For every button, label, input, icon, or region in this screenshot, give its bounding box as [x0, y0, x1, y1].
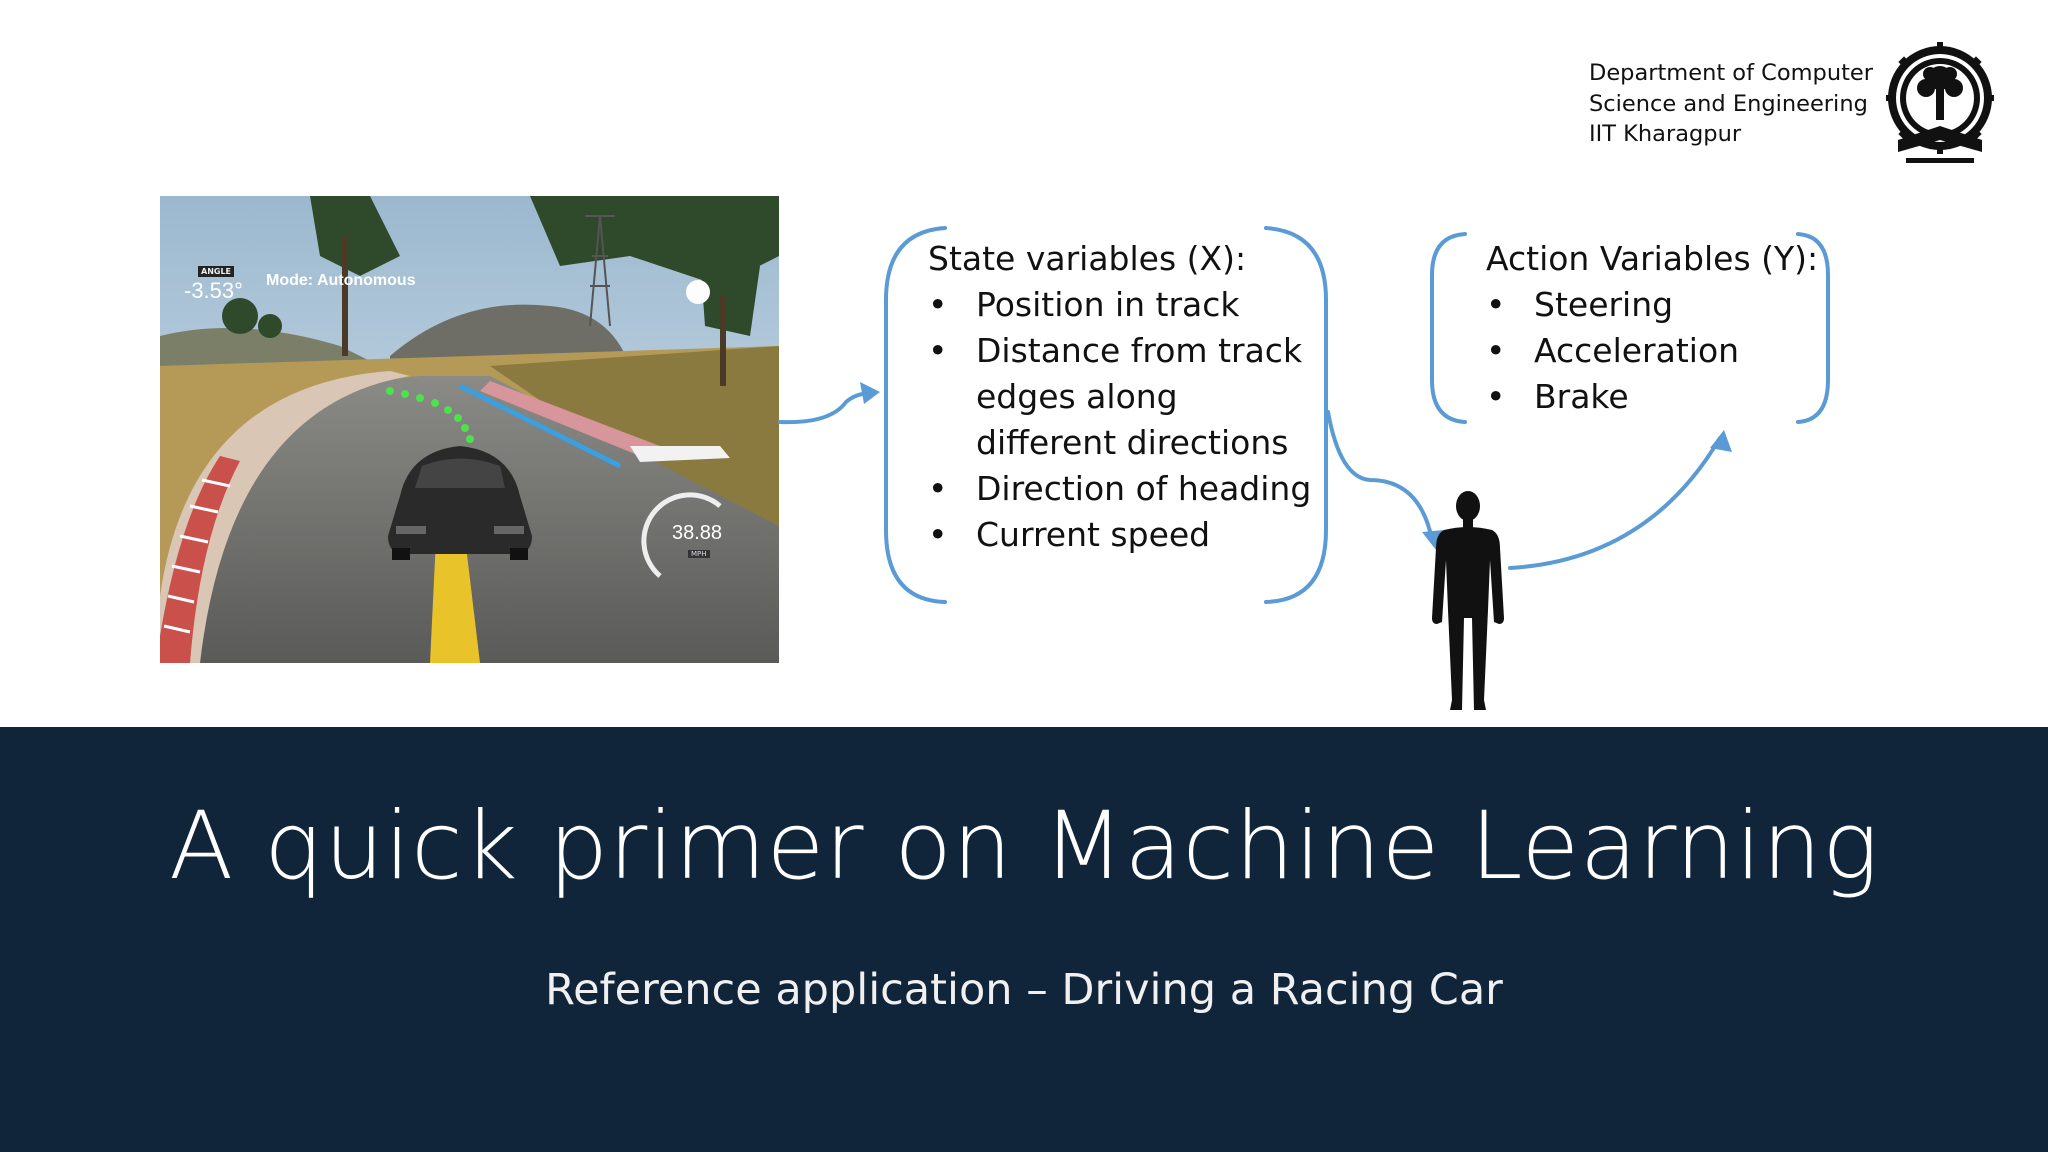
list-item: •Position in track	[928, 282, 1318, 328]
slide-subtitle: Reference application – Driving a Racing…	[545, 965, 1503, 1015]
bullet: •	[928, 469, 948, 508]
list-item: •Direction of heading	[928, 466, 1318, 512]
action-variables-title: Action Variables (Y):	[1486, 239, 1819, 278]
arrow-icon	[1326, 410, 1434, 542]
human-silhouette-icon	[1426, 488, 1510, 714]
department-name: Department of Computer Science and Engin…	[1589, 58, 1889, 150]
bullet: •	[1486, 285, 1506, 324]
diagram-connectors	[778, 226, 1830, 604]
speed-value: 38.88	[672, 522, 723, 544]
department-line: Science and Engineering	[1589, 90, 1868, 117]
arrow-icon	[778, 391, 874, 425]
list-item: •Distance from track edges along differe…	[928, 328, 1318, 466]
department-line: Department of Computer	[1589, 60, 1873, 86]
list-item: •Acceleration	[1486, 328, 1826, 374]
action-bracket-left	[1430, 232, 1467, 424]
action-bracket-right	[1796, 232, 1830, 424]
department-line: IIT Kharagpur	[1589, 121, 1742, 147]
speed-unit: MPH	[688, 550, 710, 558]
state-bracket-right	[1264, 226, 1328, 604]
bullet: •	[928, 515, 948, 554]
bullet: •	[928, 331, 948, 370]
mode-label: Mode: Autonomous	[266, 272, 416, 289]
iit-kharagpur-logo-icon	[1880, 40, 2000, 176]
list-item: •Steering	[1486, 282, 1826, 328]
action-variables-box: Action Variables (Y): •Steering •Acceler…	[1486, 236, 1826, 420]
arrow-icon	[1508, 436, 1722, 570]
title-band: A quick primer on Machine Learning Refer…	[0, 727, 2048, 1152]
racing-simulator-screenshot: ANGLE -3.53° Mode: Autonomous 38.88 MPH	[160, 196, 779, 663]
angle-label: ANGLE	[198, 266, 235, 277]
angle-value: -3.53°	[184, 278, 243, 303]
bullet: •	[1486, 377, 1506, 416]
list-item: •Current speed	[928, 512, 1318, 558]
state-bracket-left	[884, 226, 947, 604]
list-item: •Brake	[1486, 374, 1826, 420]
state-variables-box: State variables (X): •Position in track …	[928, 236, 1318, 558]
bullet: •	[928, 285, 948, 324]
bullet: •	[1486, 331, 1506, 370]
slide-title: A quick primer on Machine Learning	[168, 792, 1880, 901]
state-variables-title: State variables (X):	[928, 239, 1247, 278]
